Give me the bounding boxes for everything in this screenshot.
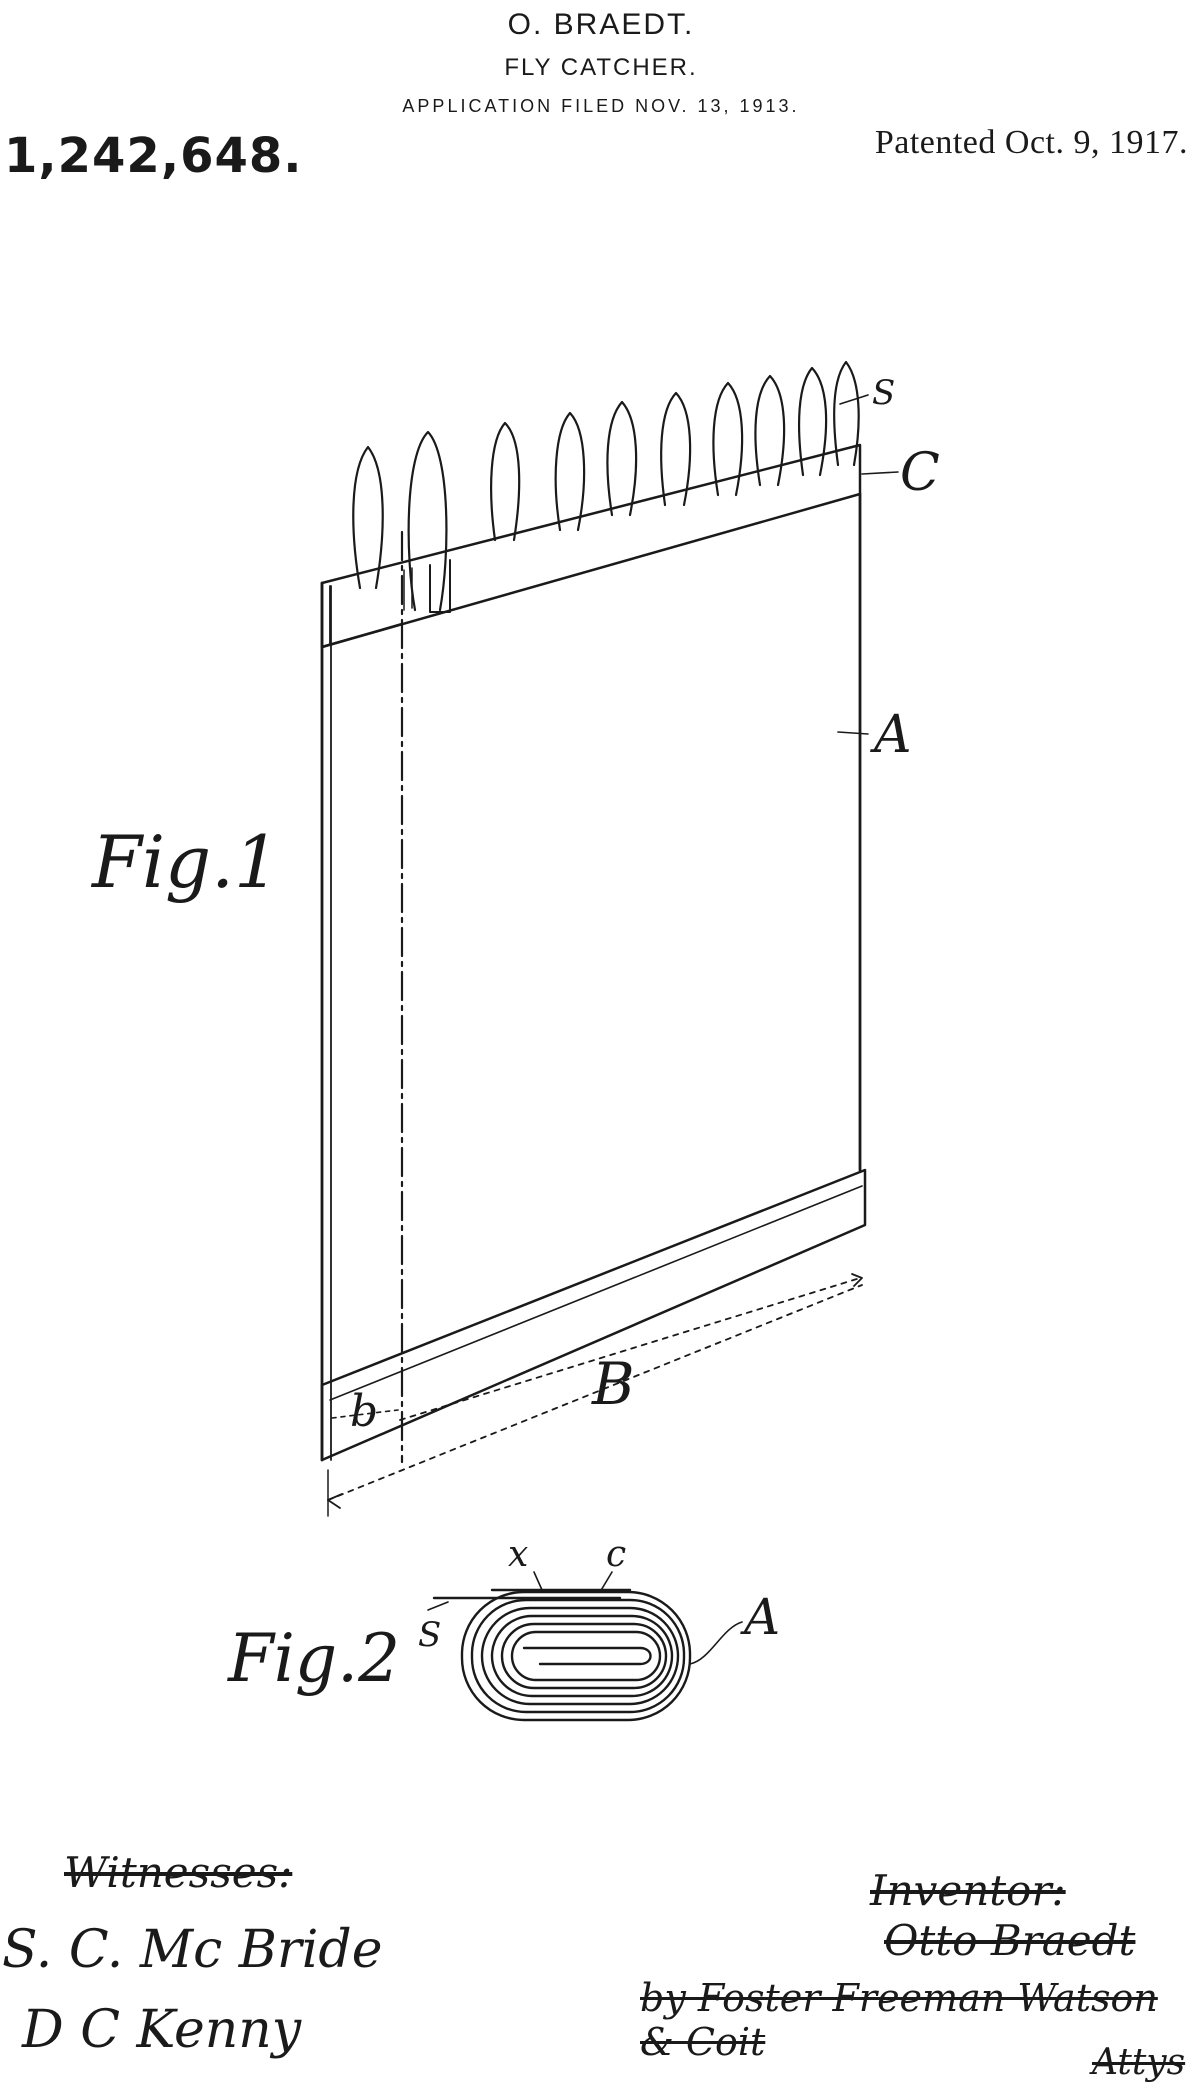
application-filed: APPLICATION FILED NOV. 13, 1913. [402, 96, 800, 116]
inventor-heading: Inventor: [870, 1866, 1066, 1915]
fig1-ref-c: C [900, 443, 940, 503]
fig1-ref-b-upper: B [591, 1350, 635, 1418]
fig2-ref-a: A [740, 1588, 780, 1646]
attorneys-signature: by Foster Freeman Watson & Coit [640, 1976, 1158, 2064]
fig2-label: Fig.2 [228, 1620, 401, 1697]
reference-letters: S C A B b x c S A [350, 373, 940, 1655]
witness-signature-2: D C Kenny [22, 2000, 302, 2060]
inventor-header: O. BRAEDT. [507, 8, 695, 41]
hanging-loops [352, 360, 860, 612]
inventor-signature: Otto Braedt [884, 1916, 1136, 1965]
fig1-label: Fig.1 [92, 820, 280, 904]
fig1-drawing [320, 360, 899, 1517]
patent-title: FLY CATCHER. [504, 54, 698, 81]
attorneys-abbreviation: Attys [1092, 2042, 1186, 2083]
patented-date: Patented Oct. 9, 1917. [874, 124, 1188, 161]
fig2-ref-s: S [418, 1615, 441, 1655]
fig2-drawing [427, 1571, 743, 1722]
fig2-ref-c: c [606, 1534, 626, 1575]
fig2-ref-x: x [508, 1534, 528, 1575]
patent-number: 1,242,648. [4, 128, 303, 184]
witnesses-heading: Witnesses: [64, 1848, 293, 1897]
fig1-ref-a: A [870, 705, 912, 765]
witness-signature-1: S. C. Mc Bride [2, 1920, 383, 1980]
fig1-ref-s: S [872, 373, 895, 413]
fig1-ref-b-lower: b [350, 1386, 378, 1437]
